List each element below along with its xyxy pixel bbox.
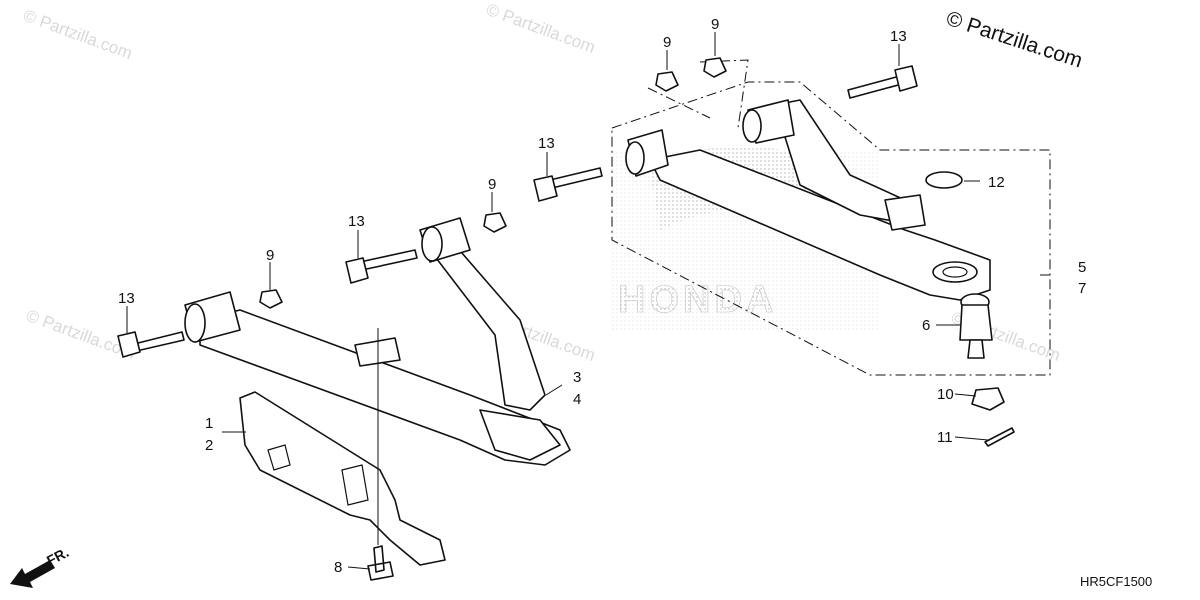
callout-11: 11 bbox=[937, 429, 953, 446]
watermark-2: © Partzilla.com bbox=[484, 0, 598, 57]
callout-12: 12 bbox=[988, 174, 1005, 191]
callout-6: 6 bbox=[922, 317, 930, 334]
leader-lines bbox=[126, 32, 1050, 570]
callout-3: 3 bbox=[573, 369, 581, 386]
callout-7: 7 bbox=[1078, 280, 1086, 297]
skid-plate-tab-2 bbox=[341, 464, 369, 506]
circlip bbox=[925, 171, 963, 189]
callout-1: 1 bbox=[205, 415, 213, 432]
skid-plate-tab-1 bbox=[267, 444, 291, 471]
ball-joint bbox=[959, 293, 993, 359]
callout-9-b: 9 bbox=[488, 176, 496, 193]
castle-nut bbox=[971, 387, 1005, 411]
callout-5: 5 bbox=[1078, 259, 1086, 276]
callout-13-a: 13 bbox=[118, 290, 135, 307]
copyright: © Partzilla.com bbox=[943, 7, 1085, 73]
watermark-1: © Partzilla.com bbox=[21, 6, 135, 63]
callout-9-a: 9 bbox=[266, 247, 274, 264]
bolt-8 bbox=[367, 545, 394, 581]
skid-plate bbox=[239, 391, 446, 566]
diagram-code: HR5CF1500 bbox=[1080, 574, 1152, 589]
callout-4: 4 bbox=[573, 391, 581, 408]
callout-10: 10 bbox=[937, 386, 954, 403]
callout-13-d: 13 bbox=[890, 28, 907, 45]
front-direction-indicator: FR. bbox=[10, 544, 71, 588]
upper-arm bbox=[625, 99, 991, 301]
watermark-3: © Partzilla.com bbox=[24, 306, 138, 363]
nuts bbox=[259, 57, 727, 309]
lower-arm bbox=[184, 217, 571, 466]
callout-9-c: 9 bbox=[663, 34, 671, 51]
assembly-box bbox=[611, 81, 1051, 376]
cotter-pin bbox=[984, 427, 1015, 447]
front-arrow-icon bbox=[10, 560, 55, 588]
callout-13-b: 13 bbox=[348, 213, 365, 230]
callout-8: 8 bbox=[334, 559, 342, 576]
callouts: 1 2 3 4 5 7 6 8 10 11 12 9 9 9 9 13 13 1… bbox=[118, 16, 1086, 576]
callout-13-c: 13 bbox=[538, 135, 555, 152]
logo-text: HONDA bbox=[618, 279, 777, 321]
bolts bbox=[117, 65, 918, 358]
nut-group-box bbox=[647, 59, 749, 129]
callout-9-d: 9 bbox=[711, 16, 719, 33]
callout-2: 2 bbox=[205, 437, 213, 454]
